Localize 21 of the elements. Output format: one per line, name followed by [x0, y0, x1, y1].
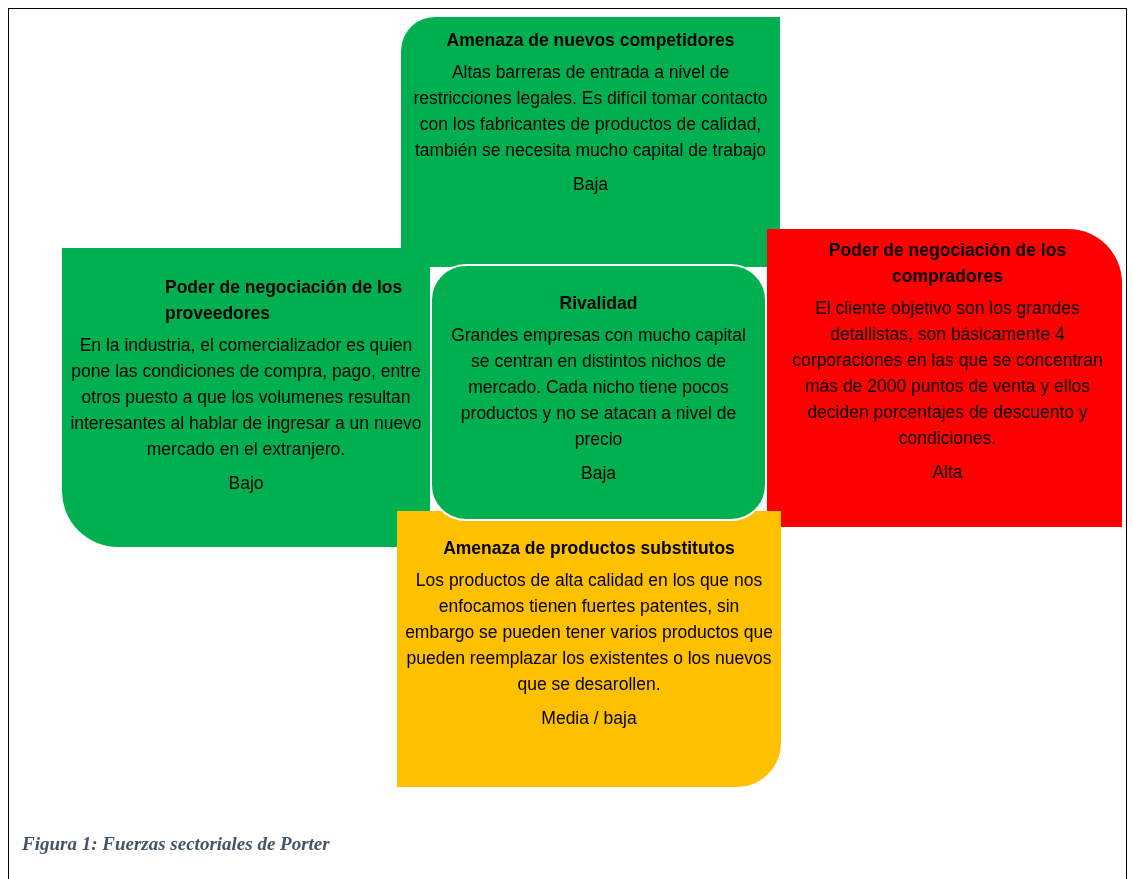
figure-caption: Figura 1: Fuerzas sectoriales de Porter	[22, 833, 330, 855]
force-box	[430, 264, 767, 521]
rating-label: Baja	[581, 462, 616, 485]
box-heading: Poder de negociación de los compradores	[827, 239, 1068, 288]
rating-label: Media / baja	[541, 707, 637, 730]
force-box	[767, 229, 1122, 527]
rating-label: Bajo	[228, 472, 264, 495]
force-box	[62, 248, 430, 547]
force-box	[401, 17, 780, 267]
box-heading: Rivalidad	[559, 292, 638, 315]
rating-label: Baja	[573, 173, 608, 196]
rating-label: Alta	[932, 461, 963, 484]
box-heading: Poder de negociación de los proveedores	[164, 276, 404, 325]
box-description: En la industria, el comercializador es quien pone las condiciones de compra, pago, entre otros puesto a que los volumenes resultan interesantes al hablar de ingresar a un nuevo mercado en el extranjero.	[70, 334, 422, 461]
box-description: Grandes empresas con mucho capital se centran en distintos nichos de mercado. Cada nicho tiene pocos productos y no se atacan a nivel de precio	[450, 324, 747, 451]
box-description: El cliente objetivo son los grandes detallistas, son básicamente 4 corporaciones en las que se concentran más de 2000 puntos de venta y ellos deciden porcentajes de descuento y condiciones.	[791, 297, 1104, 450]
box-description: Altas barreras de entrada a nivel de restricciones legales. Es difícil tomar contacto con los fabricantes de productos de calidad, también se necesita mucho capital de trabajo	[413, 61, 768, 162]
box-heading: Amenaza de nuevos competidores	[446, 29, 735, 52]
box-description: Los productos de alta calidad en los que nos enfocamos tienen fuertes patentes, sin embargo se pueden tener varios productos que pueden reemplazar los existentes o los nuevos que se desarollen.	[405, 569, 773, 696]
force-box	[397, 511, 781, 787]
box-heading: Amenaza de productos substitutos	[443, 537, 735, 560]
